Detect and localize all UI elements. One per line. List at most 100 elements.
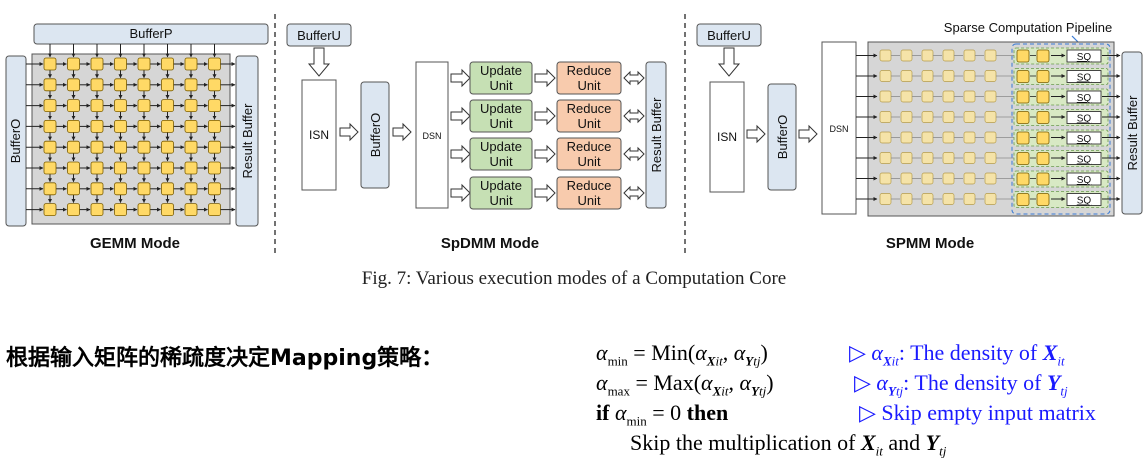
processing-element xyxy=(43,99,57,112)
active-pe xyxy=(1036,70,1050,83)
inactive-pe xyxy=(921,131,934,144)
processing-element xyxy=(184,203,198,217)
inactive-pe xyxy=(963,131,976,144)
processing-element xyxy=(43,57,57,71)
update-unit-label: Unit xyxy=(489,116,513,131)
skip-comment-text: Skip empty input matrix xyxy=(881,400,1096,425)
inactive-pe xyxy=(942,49,955,62)
matrix-y: Y xyxy=(1046,370,1061,395)
spmm-dsn-label: DSN xyxy=(829,124,848,134)
active-pe xyxy=(1036,49,1050,63)
matrix-x: X xyxy=(712,383,722,399)
spmm-mode-title: SPMM Mode xyxy=(886,235,974,252)
active-pe xyxy=(1016,172,1030,186)
spmm-isn-label: ISN xyxy=(717,130,737,144)
processing-element xyxy=(137,78,151,92)
update-unit-label: Unit xyxy=(489,78,513,93)
inactive-pe xyxy=(963,49,976,62)
update-unit-box xyxy=(469,99,533,133)
sq-label: SQ xyxy=(1077,175,1092,186)
processing-element xyxy=(114,161,127,175)
index-tj: tj xyxy=(753,353,761,369)
processing-element xyxy=(208,140,221,154)
index-tj: tj xyxy=(895,383,904,399)
inactive-pe xyxy=(900,131,913,144)
processing-element xyxy=(114,140,127,154)
matrix-y: Y xyxy=(751,383,760,399)
sq-box xyxy=(1066,111,1102,124)
active-pe xyxy=(1036,152,1050,165)
reduce-result-double-arrow xyxy=(623,70,645,86)
active-pe xyxy=(1016,131,1030,145)
processing-element xyxy=(114,203,127,217)
processing-element xyxy=(184,182,198,196)
spdmm-isn-label: ISN xyxy=(309,128,329,142)
alpha-min-line: αmin = Min(αXit, αYtj) xyxy=(596,340,768,369)
gemm-panel: BufferP BufferO Result Buffer GEMM Mode xyxy=(5,23,269,252)
alpha-symbol: α xyxy=(733,340,746,365)
spmm-panel: Sparse Computation Pipeline BufferU ISN … xyxy=(696,20,1143,252)
inactive-pe xyxy=(879,172,892,185)
then-keyword: then xyxy=(686,400,729,425)
processing-element xyxy=(67,99,80,112)
processing-element xyxy=(161,203,174,217)
spmm-buffero-label: BufferO xyxy=(775,115,790,160)
alpha-symbol: α xyxy=(876,370,888,395)
inactive-pe xyxy=(963,111,976,123)
processing-element xyxy=(208,203,221,217)
update-unit-label: Update xyxy=(480,63,522,78)
processing-element xyxy=(90,161,104,175)
sq-label: SQ xyxy=(1077,114,1092,125)
processing-element xyxy=(114,182,127,196)
inactive-pe xyxy=(984,193,997,205)
reduce-result-double-arrow xyxy=(623,185,645,201)
spdmm-buffero-arrow xyxy=(392,122,412,142)
inactive-pe xyxy=(879,49,892,62)
processing-element xyxy=(161,120,174,133)
inactive-pe xyxy=(879,131,892,144)
comment-triangle: ▷ xyxy=(849,340,866,365)
inactive-pe xyxy=(921,70,934,82)
active-pe xyxy=(1036,111,1050,124)
processing-element xyxy=(137,182,151,196)
max-function: Max xyxy=(653,370,694,395)
active-pe xyxy=(1016,70,1030,83)
if-line: if αmin = 0 then xyxy=(596,400,728,428)
sq-box xyxy=(1066,172,1102,186)
spmm-down-arrow xyxy=(717,47,741,77)
inactive-pe xyxy=(879,70,892,82)
inactive-pe xyxy=(942,193,955,205)
matrix-x: X xyxy=(706,353,716,369)
max-subscript: max xyxy=(607,383,630,399)
processing-element xyxy=(184,120,198,133)
sq-label: SQ xyxy=(1077,93,1092,104)
spdmm-bufferu-box xyxy=(286,23,352,47)
gemm-bufferp-box xyxy=(33,23,269,45)
processing-element xyxy=(137,99,151,112)
alpha-symbol: α xyxy=(596,340,608,365)
inactive-pe xyxy=(900,90,913,103)
spdmm-buffero-box xyxy=(360,81,390,189)
processing-element xyxy=(184,57,198,71)
gemm-mode-title: GEMM Mode xyxy=(90,235,180,252)
processing-element xyxy=(90,120,104,133)
skip-comment: ▷ Skip empty input matrix xyxy=(859,400,1096,426)
processing-element xyxy=(208,78,221,92)
pe-grid xyxy=(26,44,236,217)
if-keyword: if xyxy=(596,400,610,425)
sq-label: SQ xyxy=(1077,73,1092,84)
sq-box xyxy=(1066,193,1102,206)
inactive-pe xyxy=(942,152,955,164)
inactive-pe xyxy=(963,193,976,205)
inactive-pe xyxy=(900,152,913,164)
density-y-comment: ▷ αYtj: The density of Ytj xyxy=(854,370,1068,399)
reduce-unit-label: Unit xyxy=(577,116,601,131)
sq-label: SQ xyxy=(1077,196,1092,207)
update-unit-label: Unit xyxy=(489,154,513,169)
alpha-symbol: α xyxy=(614,400,627,425)
spmm-dsn-box xyxy=(821,41,857,215)
update-to-reduce-arrow xyxy=(534,183,556,203)
active-pe xyxy=(1036,193,1050,206)
reduce-unit-label: Unit xyxy=(577,78,601,93)
